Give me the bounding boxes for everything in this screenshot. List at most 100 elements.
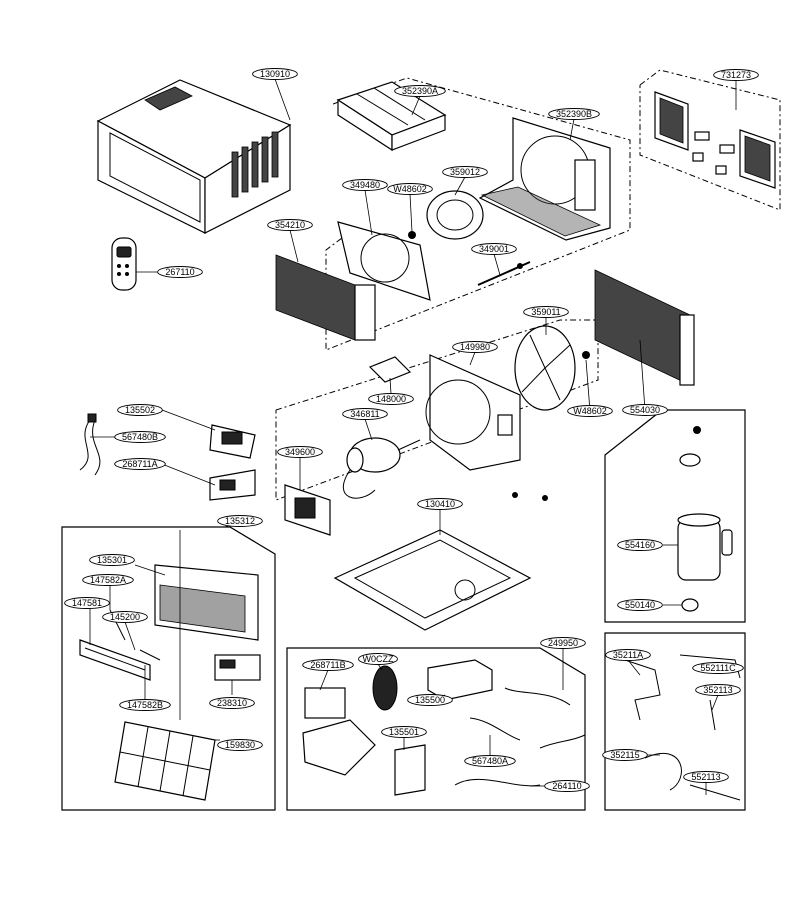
part-number-label: W48602 [573,406,607,416]
callout-352390B: 352390B [548,108,600,120]
blower-wheel-part [408,190,484,240]
callout-267110: 267110 [157,266,203,278]
callout-349001: 349001 [471,243,517,255]
callout-352113a: 352113 [695,684,741,696]
control-box-part [209,424,256,459]
part-number-label: 349600 [285,447,315,457]
part-number-label: 135502 [125,405,155,415]
shaft-rod-part [477,261,531,286]
pcb-a-part [209,469,256,501]
electrical-parts [302,659,586,796]
callout-oval [605,649,651,661]
part-number-label: 567480B [122,432,158,442]
part-number-label: 567480A [472,756,508,766]
callout-359011: 359011 [523,306,569,318]
motor-mount-part [284,484,331,536]
callout-oval [277,446,323,458]
condenser-fan-part [514,325,590,411]
side-louver-kit-part [654,91,776,189]
motor-bracket-part [368,356,412,383]
part-number-label: 147582A [90,575,126,585]
callout-oval [692,662,744,674]
part-number-label: 731273 [721,70,751,80]
callout-145200: 145200 [102,611,148,623]
callout-oval [217,515,263,527]
callout-552113b: 552113 [683,771,729,783]
callout-oval [102,611,148,623]
callout-147581: 147581 [64,597,110,609]
callout-oval [544,780,590,792]
callout-oval [617,539,663,551]
callout-352390A: 352390A [394,85,446,97]
part-number-label: 352390B [556,109,592,119]
part-number-label: 159830 [225,740,255,750]
callout-238310: 238310 [209,697,255,709]
callout-359012: 359012 [442,166,488,178]
assembly-guide-lines [275,69,781,501]
callout-oval [394,85,446,97]
part-number-label: 147581 [72,598,102,608]
part-number-label: 268711B [310,660,345,670]
part-number-label: 552111C [700,663,736,673]
callout-354210: 354210 [267,219,313,231]
fan-motor-part [342,437,421,499]
remote-control-part [111,237,137,291]
evaporator-coil-part [275,254,376,341]
base-pan-part [333,492,548,631]
part-number-label: W0CZZ [363,654,394,664]
callout-159830: 159830 [217,739,263,751]
compressor-part [677,426,733,612]
callout-W48602a: W48602 [387,183,433,195]
louver-parts [79,609,161,681]
part-number-label: 349480 [350,180,380,190]
condenser-coil-part [594,269,695,386]
part-number-label: 346811 [350,409,379,419]
part-number-label: W48602 [393,184,427,194]
part-number-label: 550140 [625,600,655,610]
callout-leaders [89,78,737,795]
callout-oval [252,68,298,80]
callout-oval [368,393,414,405]
part-number-label: 349001 [479,244,509,254]
callout-731273: 731273 [713,69,759,81]
part-number-label: 135500 [415,695,445,705]
callout-oval [217,739,263,751]
part-number-label: 147582B [127,700,163,710]
part-number-label: 352390A [402,86,438,96]
callout-268711A: 268711A [114,458,166,470]
electrical-box [286,647,586,811]
part-number-label: 554160 [625,540,655,550]
callout-135501: 135501 [381,726,427,738]
callout-135301: 135301 [89,554,135,566]
callout-oval [117,404,163,416]
callout-oval [683,771,729,783]
part-number-label: 249950 [548,638,578,648]
callout-264110: 264110 [544,780,590,792]
callout-349480: 349480 [342,179,388,191]
callout-oval [622,404,668,416]
callout-oval [157,266,203,278]
callout-147582B: 147582B [119,699,171,711]
callout-147582A: 147582A [82,574,134,586]
callout-149980: 149980 [452,341,498,353]
part-number-label: 352113 [703,685,732,695]
callout-oval [302,659,354,671]
part-number-label: 130910 [260,69,290,79]
callout-130410: 130410 [417,498,463,510]
callout-W0CZZ: W0CZZ [358,653,398,665]
air-filter-part [114,721,216,801]
front-grille-part [154,564,259,641]
tubing-box [604,632,746,811]
callout-oval [82,574,134,586]
callout-249950: 249950 [540,637,586,649]
callout-oval [540,637,586,649]
callout-oval [64,597,110,609]
tubing-parts [624,654,741,801]
compressor-box [604,409,746,623]
callout-oval [267,219,313,231]
callout-567480A: 567480A [464,755,516,767]
callout-W48602b: W48602 [567,405,613,417]
display-panel-part [214,654,261,681]
